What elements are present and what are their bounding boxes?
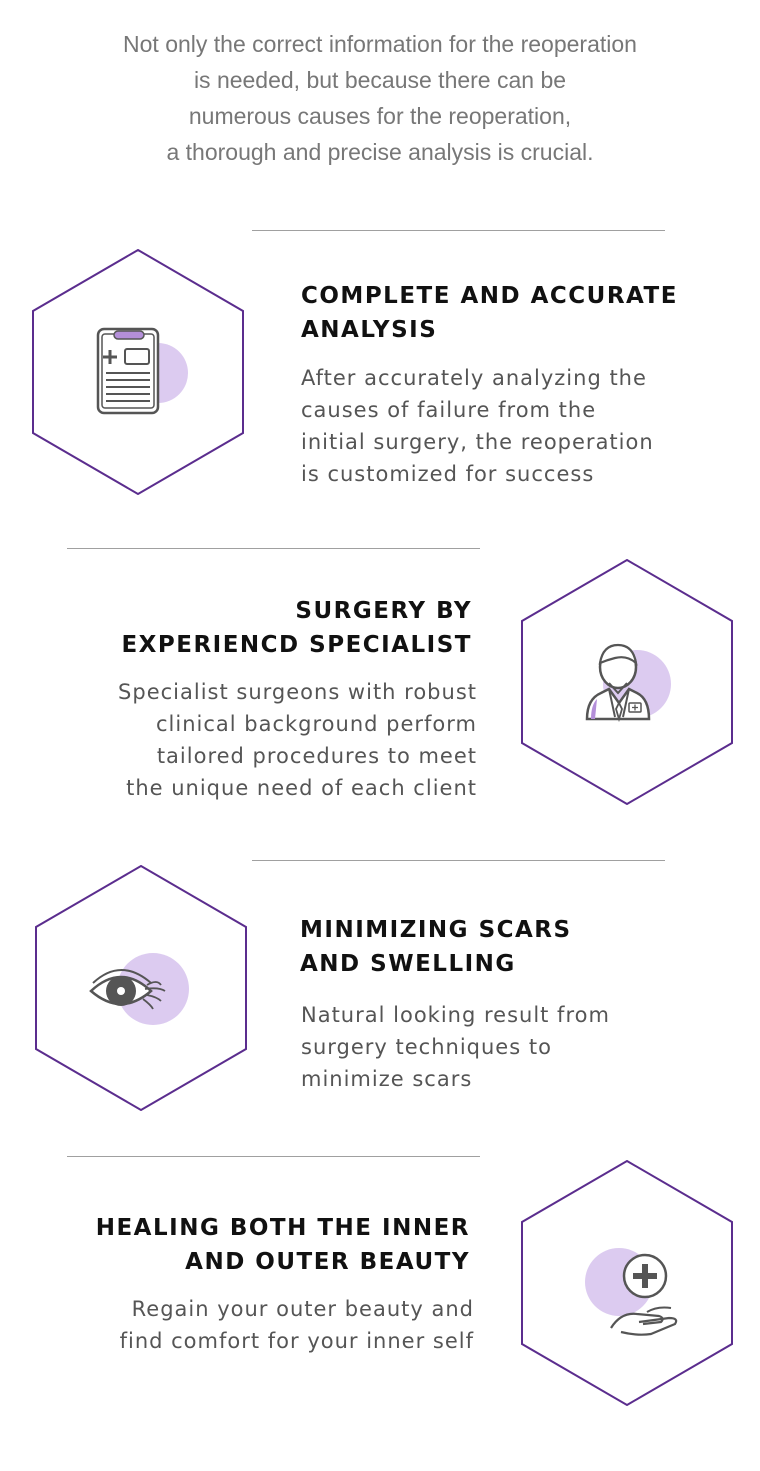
intro-line: is needed, but because there can be — [193, 67, 567, 93]
feature-description: After accurately analyzing the causes of… — [301, 366, 654, 486]
eye-icon — [87, 945, 197, 1039]
feature-title: MINIMIZING SCARS AND SWELLING — [300, 917, 572, 977]
feature-title: COMPLETE AND ACCURATE ANALYSIS — [301, 283, 678, 343]
hexagon-frame — [521, 559, 733, 805]
intro-line: numerous causes for the reoperation, — [188, 103, 572, 129]
doctor-icon — [579, 633, 679, 737]
feature-description: Natural looking result from surgery tech… — [301, 1003, 610, 1091]
feature-title: SURGERY BY EXPERIENCD SPECIALIST — [121, 598, 472, 658]
caring-hand-icon — [581, 1242, 691, 1346]
hexagon-frame — [32, 249, 244, 495]
feature-description: Regain your outer beauty and find comfor… — [119, 1297, 474, 1353]
intro-paragraph: Not only the correct information for the… — [0, 26, 760, 170]
divider — [67, 1156, 480, 1157]
intro-line: a thorough and precise analysis is cruci… — [166, 139, 594, 165]
feature-title: HEALING BOTH THE INNER AND OUTER BEAUTY — [95, 1215, 470, 1275]
hexagon-frame — [521, 1160, 733, 1406]
hexagon-frame — [35, 865, 247, 1111]
feature-description: Specialist surgeons with robust clinical… — [118, 680, 477, 800]
divider — [67, 548, 480, 549]
divider — [252, 860, 665, 861]
intro-line: Not only the correct information for the… — [123, 31, 637, 57]
medical-chart-icon — [92, 323, 192, 427]
divider — [252, 230, 665, 231]
